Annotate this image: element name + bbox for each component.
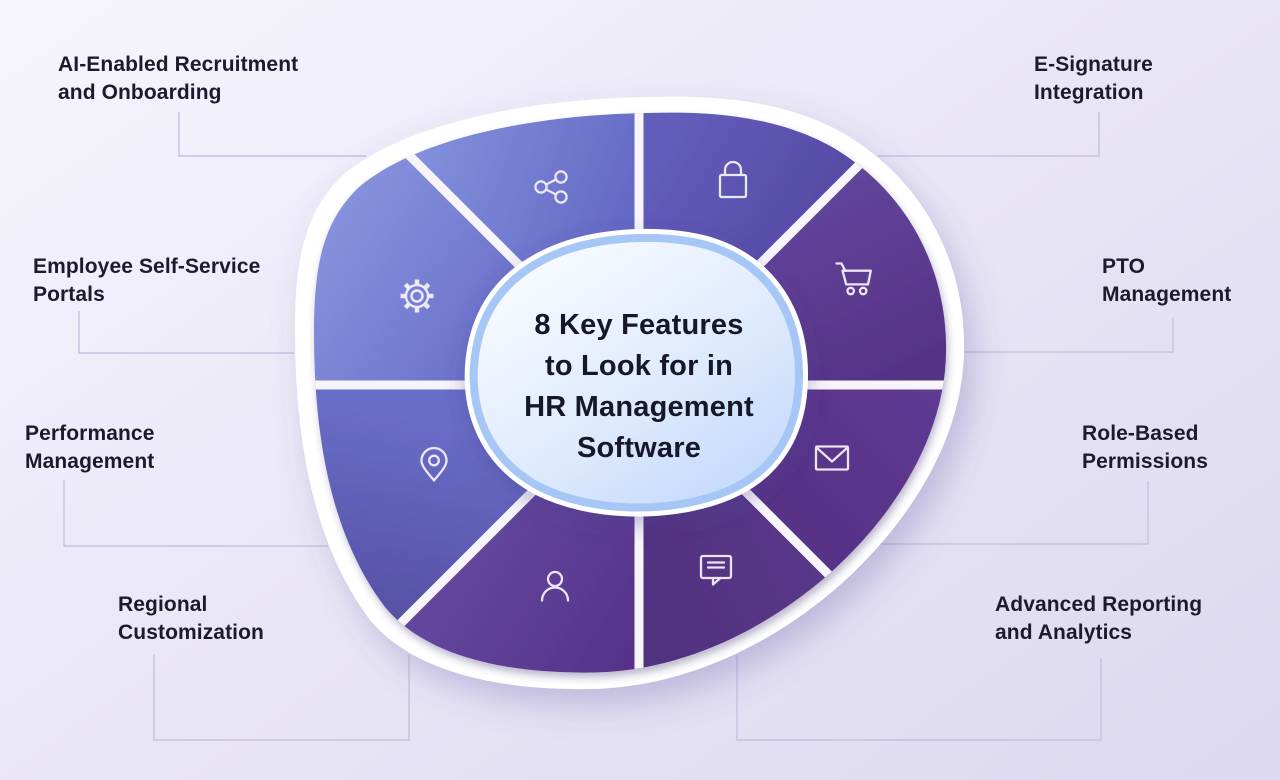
feature-label-role-based-permissions: Role-Based Permissions (1082, 420, 1208, 476)
feature-label-line: PTO (1102, 255, 1146, 278)
infographic-title: 8 Key Features to Look for in HR Managem… (479, 305, 799, 469)
feature-label-employee-self-service: Employee Self-Service Portals (33, 253, 260, 309)
gear-icon (400, 279, 434, 313)
feature-label-line: Integration (1034, 81, 1144, 104)
title-line: 8 Key Features (534, 309, 744, 341)
feature-label-line: Management (25, 450, 155, 473)
person-icon (540, 570, 570, 602)
feature-label-performance-management: Performance Management (25, 420, 155, 476)
connector-pto (958, 317, 1174, 353)
feature-label-line: AI-Enabled Recruitment (58, 53, 299, 76)
feature-label-pto-management: PTO Management (1102, 253, 1231, 309)
feature-label-e-signature-integration: E-Signature Integration (1034, 51, 1153, 107)
feature-label-line: and Onboarding (58, 81, 222, 104)
feature-label-line: Advanced Reporting (995, 593, 1203, 616)
lock-icon (718, 160, 748, 199)
connector-ai (178, 112, 366, 157)
title-line: Software (576, 432, 702, 464)
feature-label-line: and Analytics (995, 621, 1133, 644)
connector-employee (78, 311, 294, 354)
title-line: HR Management (524, 391, 754, 423)
center-hub (464, 228, 809, 517)
share-network-icon (534, 170, 568, 204)
feature-label-line: Regional (118, 593, 208, 616)
feature-label-line: Management (1102, 283, 1232, 306)
envelope-icon (814, 445, 850, 471)
feature-label-line: Customization (118, 621, 264, 644)
feature-label-regional-customization: Regional Customization (118, 591, 264, 647)
feature-label-advanced-reporting: Advanced Reporting and Analytics (995, 591, 1202, 647)
chat-bubble-icon (699, 554, 733, 586)
connector-lines (63, 112, 1174, 741)
connector-role (881, 481, 1149, 545)
connector-performance (63, 480, 328, 547)
feature-label-line: Permissions (1082, 450, 1208, 473)
feature-label-line: Portals (33, 283, 105, 306)
feature-label-line: E-Signature (1034, 53, 1153, 76)
connector-esig (878, 112, 1100, 157)
connector-advanced (736, 655, 1102, 741)
title-line: to Look for in (544, 350, 734, 382)
feature-label-line: Employee Self-Service (33, 255, 261, 278)
center-hub-face (469, 233, 804, 512)
feature-label-ai-enabled-recruitment: AI-Enabled Recruitment and Onboarding (58, 51, 298, 107)
location-pin-icon (420, 446, 448, 482)
feature-label-line: Performance (25, 422, 155, 445)
feature-label-line: Role-Based (1082, 422, 1199, 445)
connector-regional (153, 654, 410, 741)
shopping-cart-icon (835, 262, 872, 296)
